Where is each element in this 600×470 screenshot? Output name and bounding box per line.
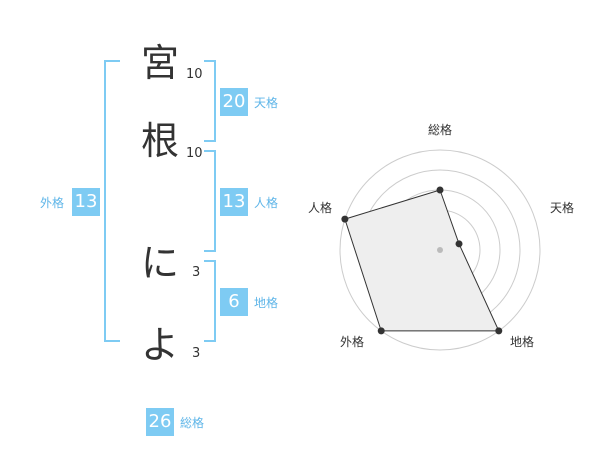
radar-label-tenkaku: 天格 bbox=[550, 201, 575, 215]
chikaku-label: 地格 bbox=[254, 296, 279, 310]
name-char-2: 根 bbox=[140, 119, 179, 163]
soukaku-value: 26 bbox=[146, 408, 174, 436]
gaikaku-value: 13 bbox=[72, 188, 100, 216]
soukaku-label: 総格 bbox=[180, 416, 205, 430]
tenkaku-bracket bbox=[204, 60, 216, 142]
jinkaku-label: 人格 bbox=[254, 196, 279, 210]
name-char-1: 宮 bbox=[140, 41, 179, 85]
jinkaku-value: 13 bbox=[220, 188, 248, 216]
radar-label-jinkaku: 人格 bbox=[308, 201, 333, 215]
gaikaku-bracket bbox=[104, 60, 120, 342]
chikaku-value: 6 bbox=[220, 288, 248, 316]
radar-point bbox=[341, 215, 349, 223]
radar-center-dot bbox=[437, 247, 443, 253]
name-char-3: に bbox=[140, 241, 179, 285]
radar-point bbox=[436, 186, 444, 194]
tenkaku-value: 20 bbox=[220, 88, 248, 116]
radar-points bbox=[341, 186, 503, 335]
stroke-count-3: 3 bbox=[192, 265, 201, 280]
radar-label-chikaku: 地格 bbox=[510, 335, 535, 349]
stroke-count-2: 10 bbox=[186, 146, 203, 161]
radar-label-gaikaku: 外格 bbox=[340, 335, 365, 349]
tenkaku-label: 天格 bbox=[254, 96, 279, 110]
chikaku-bracket bbox=[204, 260, 216, 342]
radar-point bbox=[377, 327, 385, 335]
stroke-count-1: 10 bbox=[186, 67, 203, 82]
radar-point bbox=[455, 240, 463, 248]
radar-label-soukaku: 総格 bbox=[428, 123, 453, 137]
jinkaku-bracket bbox=[204, 150, 216, 252]
stroke-count-4: 3 bbox=[192, 346, 201, 361]
radar-grid-ring bbox=[339, 149, 541, 351]
radar-point bbox=[495, 327, 503, 335]
radar-area bbox=[344, 189, 500, 332]
gaikaku-label: 外格 bbox=[40, 196, 65, 210]
name-char-4: よ bbox=[140, 323, 179, 367]
